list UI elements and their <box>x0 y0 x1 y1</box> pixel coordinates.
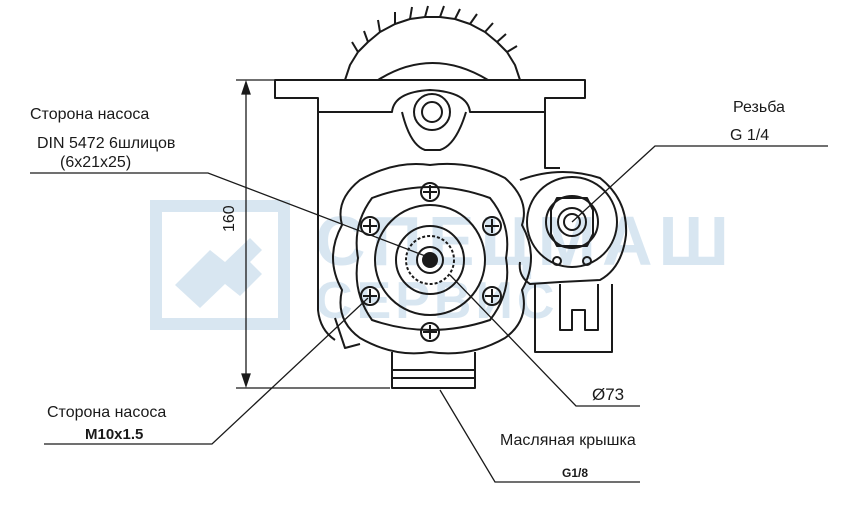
oil-cap-label: Масляная крышка <box>500 432 636 449</box>
mounting-plate <box>274 79 586 113</box>
svg-text:СЕРВИС: СЕРВИС <box>315 272 558 330</box>
diameter-dim-label: Ø73 <box>592 385 625 404</box>
leader-thread <box>571 145 828 223</box>
leader-diameter <box>449 274 640 407</box>
port-boss <box>526 176 618 268</box>
leader-oilcap <box>439 389 640 483</box>
oil-cap-thread-label: G1/8 <box>562 466 589 480</box>
bolt-holes <box>360 182 502 342</box>
right-bracket <box>534 284 613 353</box>
main-flange <box>332 162 532 355</box>
pump-side-bottom-label: Сторона насоса <box>47 404 167 421</box>
leader-spline <box>30 172 429 258</box>
hub-outer <box>374 204 486 316</box>
gear <box>344 5 521 81</box>
pump-side-top-label: Сторона насоса <box>30 106 150 123</box>
bolt-thread-label: M10x1.5 <box>85 426 144 443</box>
top-bore <box>413 93 451 131</box>
watermark-logo: СПЕЦМАШ СЕРВИС <box>150 200 735 330</box>
leader-lines <box>30 145 828 483</box>
thread-value-label: G 1/4 <box>730 127 770 144</box>
spline-dims-label: (6x21x25) <box>60 154 132 171</box>
svg-text:СПЕЦМАШ: СПЕЦМАШ <box>315 202 735 280</box>
height-dim-label: 160 <box>221 205 238 232</box>
leader-bolt <box>44 297 369 445</box>
height-dimension <box>236 79 390 389</box>
spline-spec-label: DIN 5472 6шлицов <box>37 135 176 152</box>
pump-outline <box>274 5 628 389</box>
port-housing <box>518 171 628 285</box>
thread-title-label: Резьба <box>733 99 785 116</box>
